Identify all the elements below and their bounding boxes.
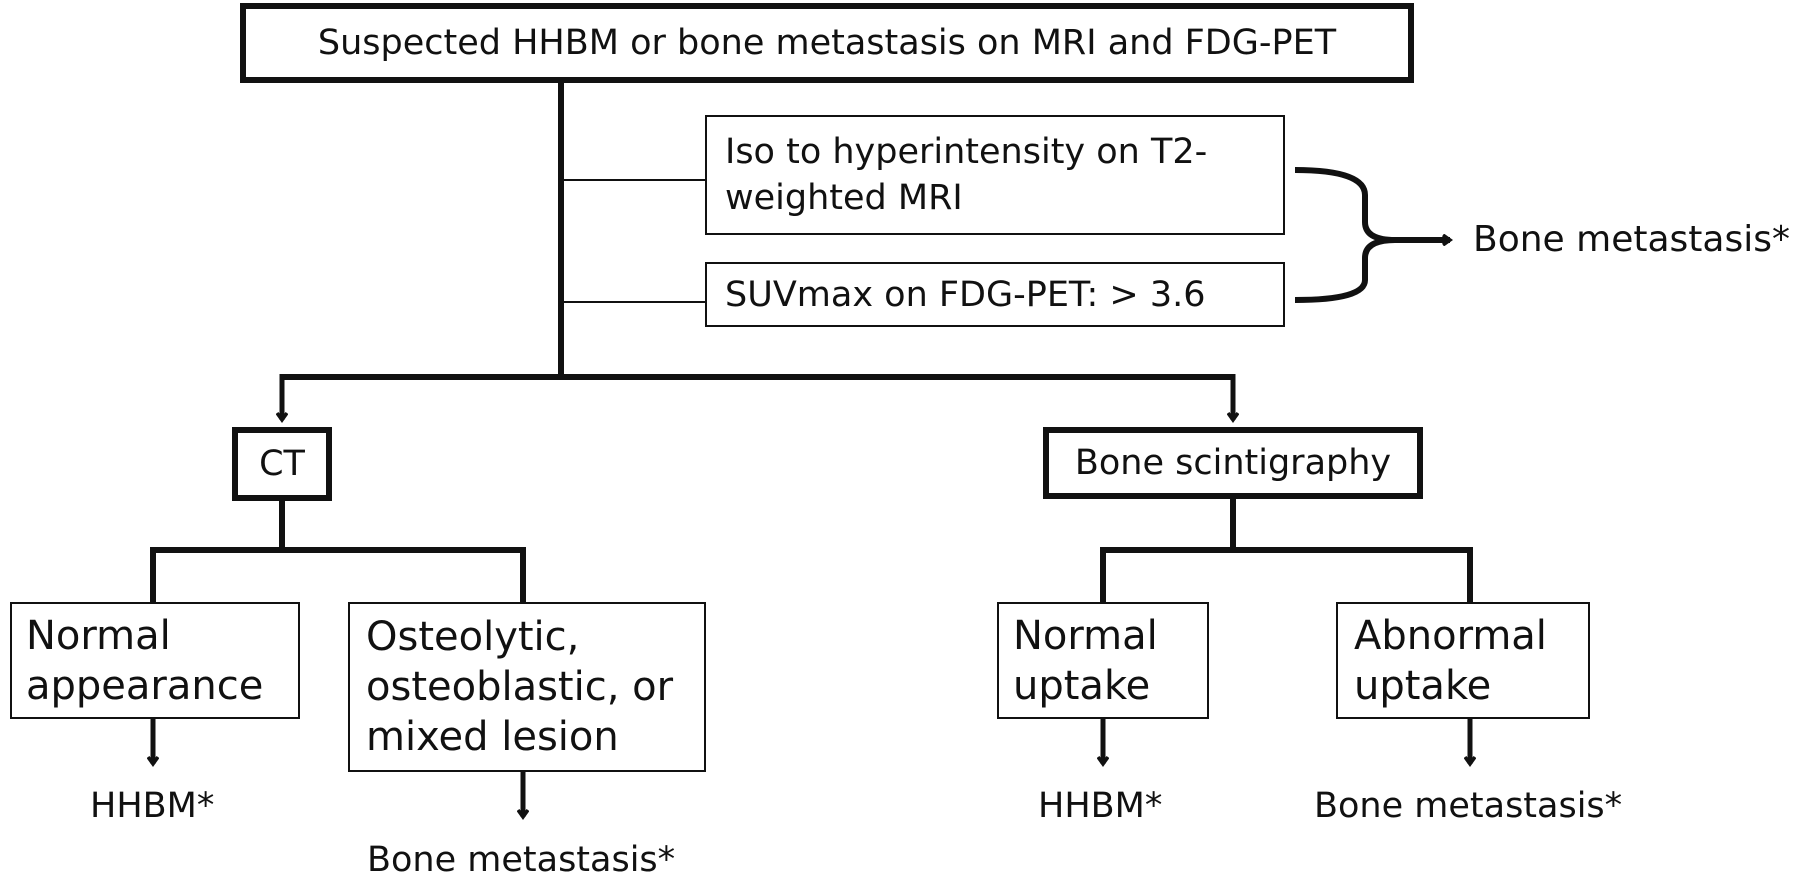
ct-label: CT (259, 444, 305, 484)
ct-lesion-node: Osteolytic, osteoblastic, or mixed lesio… (348, 602, 706, 772)
start-label: Suspected HHBM or bone metastasis on MRI… (317, 23, 1337, 63)
suv-criterion-label: SUVmax on FDG-PET: > 3.6 (725, 274, 1206, 315)
ct-normal-outcome: HHBM* (90, 786, 215, 826)
scint-normal-outcome: HHBM* (1038, 786, 1163, 826)
scint-abnormal-line2: uptake (1354, 662, 1492, 709)
ct-lesion-line2: osteoblastic, or (366, 664, 674, 710)
criteria-brace (1294, 167, 1396, 303)
scint-abnormal-node: Abnormal uptake (1336, 602, 1590, 719)
ct-node: CT (232, 427, 332, 501)
scintigraphy-node: Bone scintigraphy (1043, 427, 1423, 499)
start-node: Suspected HHBM or bone metastasis on MRI… (240, 3, 1414, 83)
criteria-outcome: Bone metastasis* (1473, 219, 1790, 260)
scint-abnormal-line1: Abnormal (1354, 612, 1547, 659)
ct-lesion-line1: Osteolytic, (366, 614, 580, 660)
ct-lesion-outcome: Bone metastasis* (367, 840, 676, 880)
t2-criterion-node: Iso to hyperintensity on T2- weighted MR… (705, 115, 1285, 235)
ct-normal-line1: Normal (26, 612, 171, 659)
scint-normal-line1: Normal (1013, 612, 1158, 659)
t2-criterion-line1: Iso to hyperintensity on T2- (725, 132, 1208, 172)
t2-criterion-line2: weighted MRI (725, 178, 963, 218)
ct-normal-node: Normal appearance (10, 602, 300, 719)
suv-criterion-node: SUVmax on FDG-PET: > 3.6 (705, 262, 1285, 327)
scint-normal-line2: uptake (1013, 662, 1151, 709)
scintigraphy-label: Bone scintigraphy (1074, 443, 1392, 483)
scint-abnormal-outcome: Bone metastasis* (1314, 786, 1623, 826)
ct-normal-line2: appearance (26, 662, 264, 709)
ct-lesion-line3: mixed lesion (366, 714, 619, 760)
scint-normal-node: Normal uptake (997, 602, 1209, 719)
